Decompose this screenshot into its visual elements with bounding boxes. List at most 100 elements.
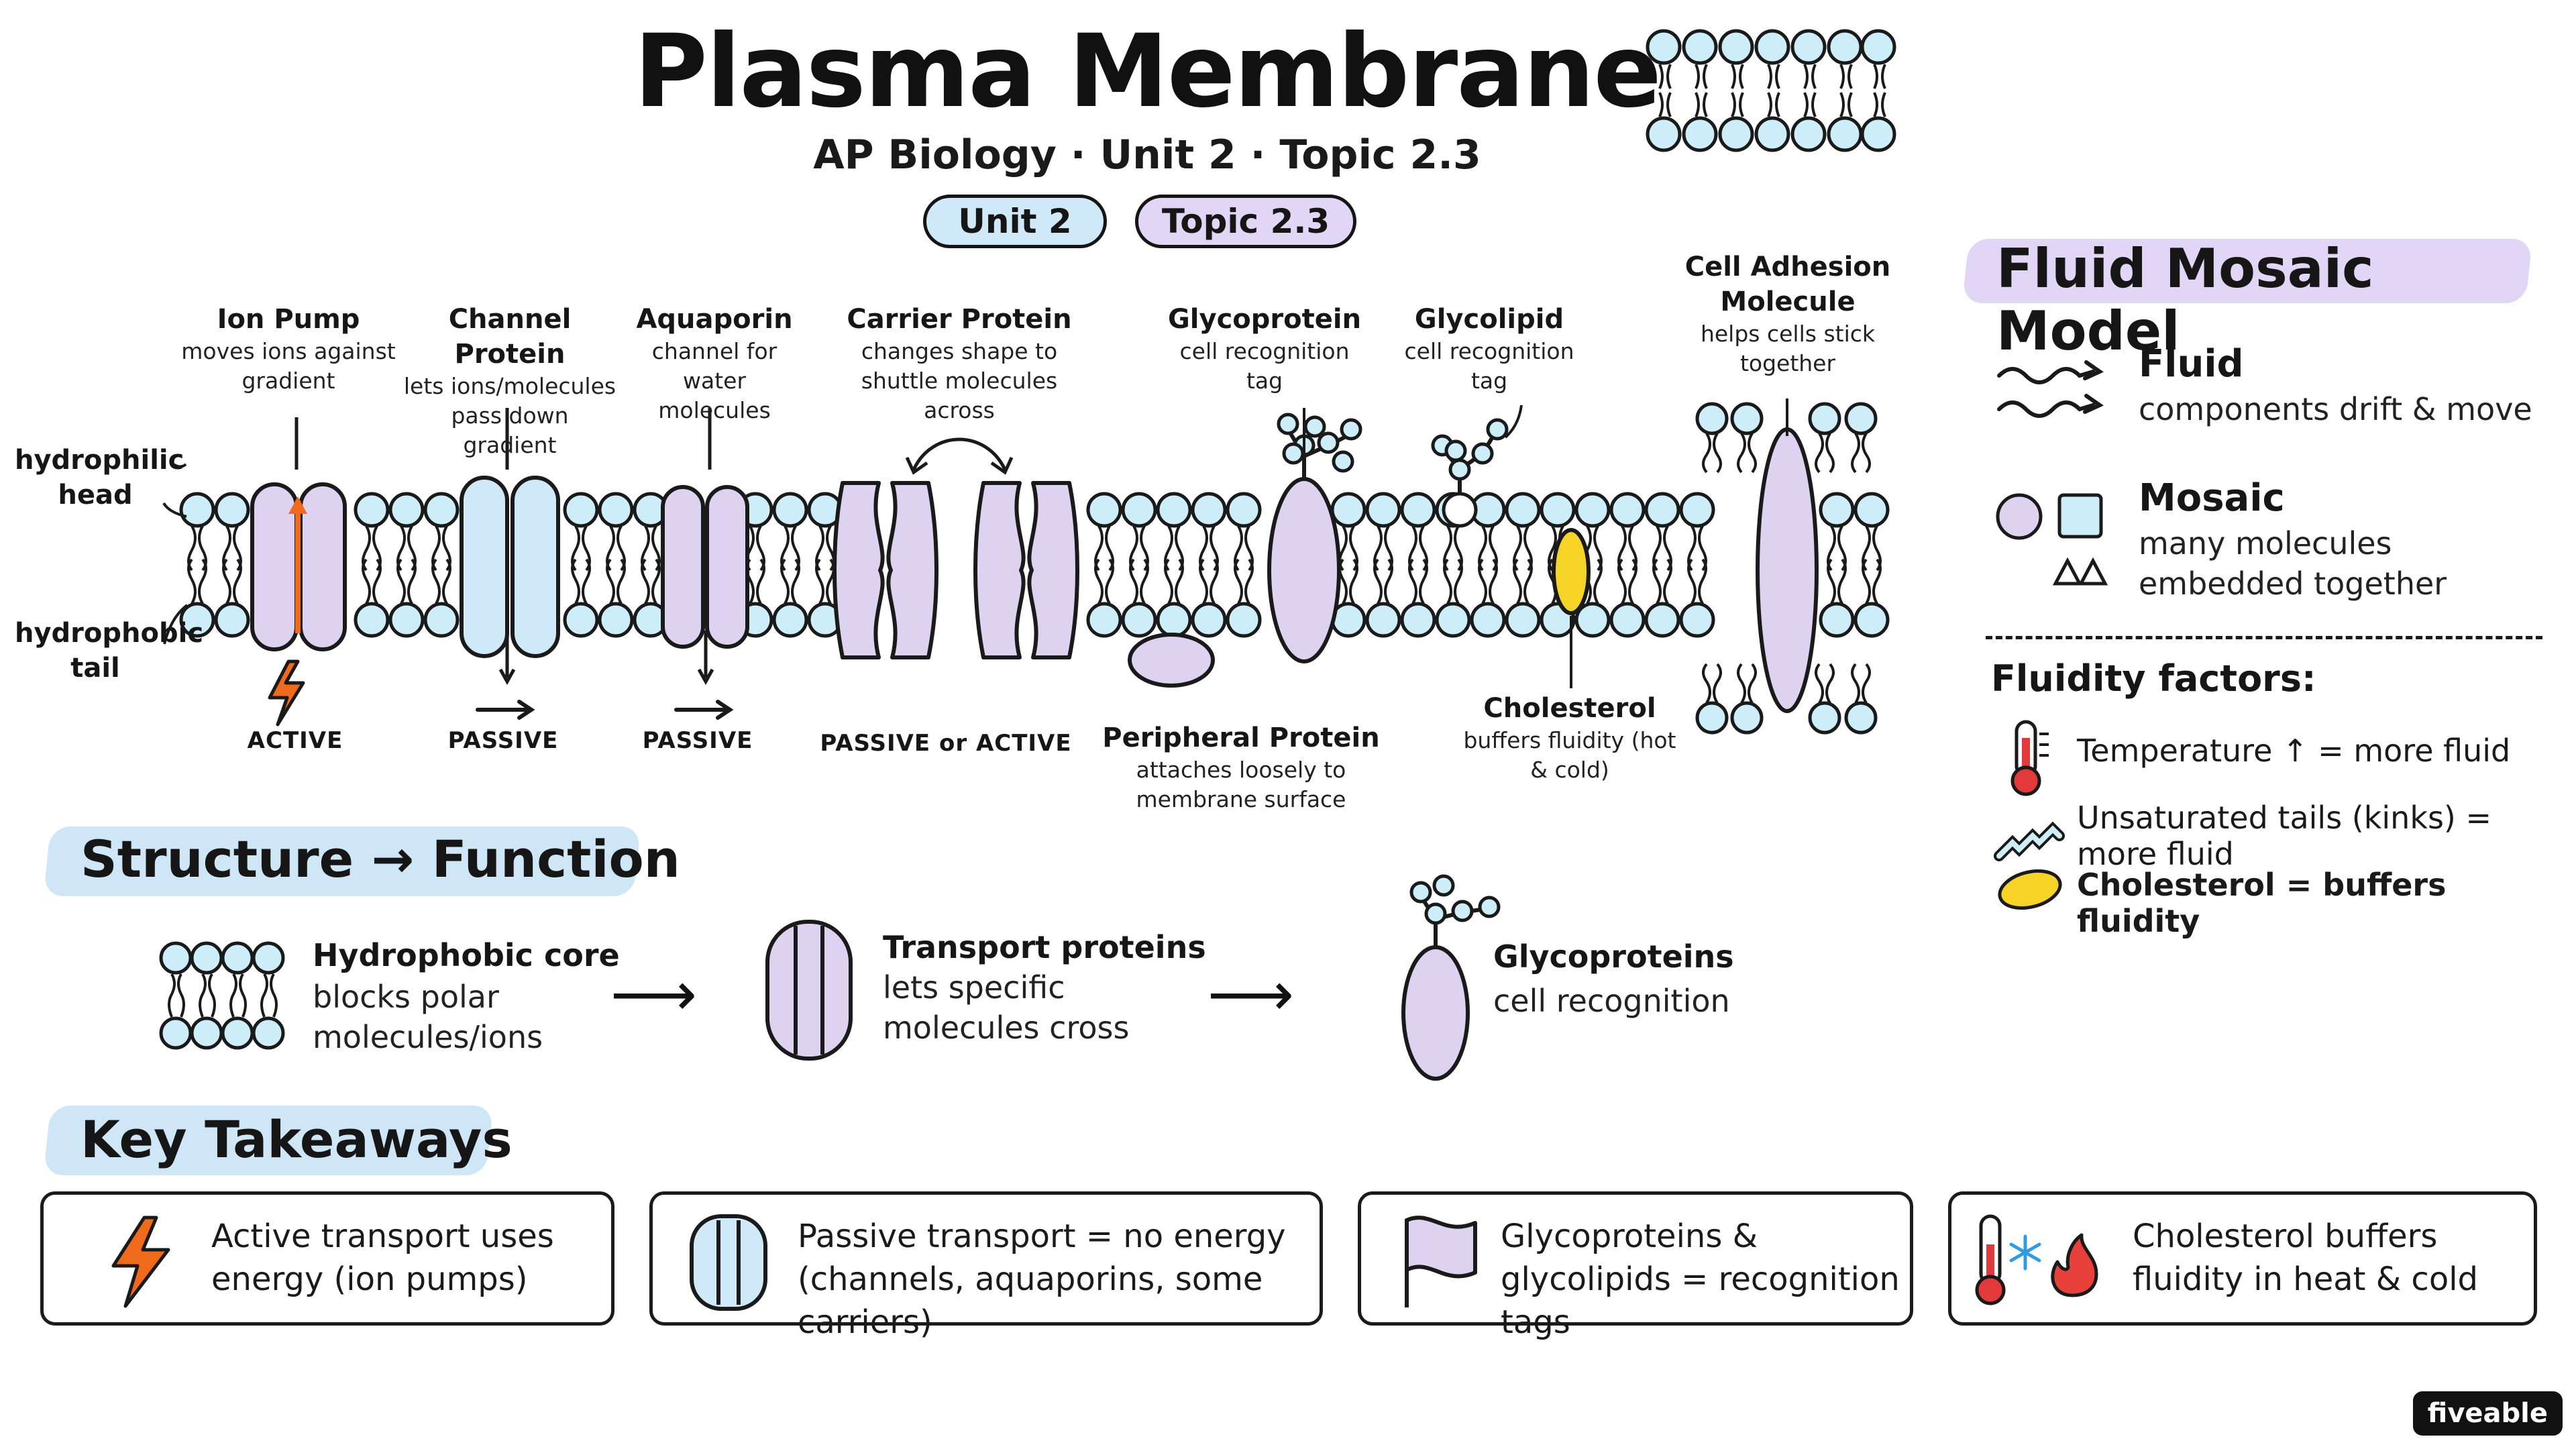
sugar-bead <box>1444 439 1467 462</box>
takeaway-card-cholesterol: Cholesterol buffers fluidity in heat & c… <box>1948 1191 2537 1326</box>
flag-icon <box>1405 1216 1477 1307</box>
phospholipid-head <box>598 492 634 528</box>
sugar-bead <box>1448 458 1471 481</box>
cholesterol-icon <box>1998 869 2062 910</box>
phospholipid-head <box>1609 492 1646 528</box>
shape-change-arrow <box>912 437 1007 471</box>
mosaic-shapes-icon <box>1996 493 2108 586</box>
phospholipid-head <box>1844 402 1878 435</box>
carrier-kind: PASSIVE or ACTIVE <box>820 730 1072 757</box>
glycoprotein-icon <box>1401 874 1501 1081</box>
membrane-diagram <box>162 398 1890 735</box>
phospholipid-head <box>1808 402 1841 435</box>
phospholipid-head <box>1644 492 1680 528</box>
lipid-tail <box>362 558 371 604</box>
phospholipid-head <box>388 492 425 528</box>
sugar-bead <box>1486 418 1509 441</box>
lipid-tail <box>1593 558 1603 604</box>
lipid-tail <box>1140 558 1149 604</box>
phospholipid-head <box>1730 701 1764 735</box>
aquaporin-half <box>661 485 705 649</box>
phospholipid-head <box>1226 492 1262 528</box>
transport-protein-icon <box>765 920 853 1061</box>
phospholipid-head <box>1854 602 1890 638</box>
lipid-tail <box>442 558 451 604</box>
phospholipid-head <box>1086 492 1122 528</box>
fluid-title: Fluid <box>2139 342 2244 386</box>
lipid-tail <box>1652 558 1662 604</box>
arrow-right-icon <box>476 700 535 720</box>
ion-pump-half <box>250 482 299 651</box>
lipid-tail <box>1094 558 1104 604</box>
carrier-protein-half <box>833 481 885 659</box>
mosaic-desc: many molecules embedded together <box>2139 525 2447 602</box>
phospholipid-head <box>1365 602 1401 638</box>
lipid-tail <box>1617 558 1627 604</box>
lipid-tail <box>1349 558 1358 604</box>
lipid-tail <box>756 558 765 604</box>
lipid-tail <box>187 558 197 604</box>
phospholipid-head <box>598 602 634 638</box>
phospholipid-head <box>214 492 250 528</box>
phospholipid-head <box>1854 492 1890 528</box>
phospholipid-head <box>1086 602 1122 638</box>
sf-core-desc: blocks polar molecules/ions <box>313 979 543 1055</box>
glycolipid-label: Glycolipid cell recognition tag <box>1404 304 1574 394</box>
lipid-tail <box>1687 558 1697 604</box>
takeaway-text: Cholesterol buffers fluidity in heat & c… <box>2133 1218 2478 1298</box>
channel-kind: PASSIVE <box>447 727 559 754</box>
sf-transport-title: Transport proteins <box>883 929 1206 965</box>
factor-cholesterol: Cholesterol = buffers fluidity <box>2077 867 2447 939</box>
lipid-tail <box>1105 558 1114 604</box>
lipid-tail <box>1702 663 1722 704</box>
lipid-tail <box>1698 558 1707 604</box>
thermometer-icon <box>2010 720 2049 796</box>
lipid-tail <box>1702 432 1722 474</box>
channel-protein-icon <box>690 1214 767 1311</box>
lipid-tail <box>791 558 800 604</box>
lipid-tail <box>233 558 242 604</box>
phospholipid-head <box>423 492 460 528</box>
carrier-protein-half <box>1027 481 1079 659</box>
hydrophobic-core-icon <box>159 941 285 1050</box>
lipid-tail <box>571 558 580 604</box>
sugar-bead <box>1303 415 1326 438</box>
leader-line <box>163 604 189 645</box>
sf-glyco-desc: cell recognition <box>1493 983 1730 1019</box>
fluidity-factors-title: Fluidity factors: <box>1991 657 2316 700</box>
leader-line <box>1504 405 1523 439</box>
lipid-tail <box>396 558 406 604</box>
lipid-tail <box>1373 558 1383 604</box>
cholesterol-label: Cholesterol buffers fluidity (hot & cold… <box>1463 693 1676 783</box>
mosaic-title: Mosaic <box>2139 476 2285 520</box>
fluid-desc: components drift & move <box>2139 391 2532 427</box>
lipid-tail <box>1478 558 1487 604</box>
phospholipid-head <box>179 492 215 528</box>
phospholipid-head <box>354 602 390 638</box>
lipid-tail <box>1419 558 1428 604</box>
lipid-tail <box>606 558 615 604</box>
lipid-tail <box>1210 558 1219 604</box>
lipid-tail <box>1737 432 1757 474</box>
lipid-tail <box>1234 558 1243 604</box>
lipid-tail <box>1164 558 1173 604</box>
phospholipid-head <box>1400 492 1436 528</box>
lipid-tail <box>651 558 661 604</box>
aquaporin-half <box>705 485 749 649</box>
phospholipid-head <box>423 602 460 638</box>
lipid-tail <box>1815 663 1835 704</box>
lipid-tail <box>222 558 231 604</box>
ion-pump-label: Ion Pump moves ions against gradient <box>181 304 396 394</box>
leader-line <box>162 462 187 518</box>
phospholipid-head <box>1574 492 1611 528</box>
phospholipid-head <box>354 492 390 528</box>
lipid-tail <box>1815 432 1835 474</box>
lipid-tail <box>407 558 417 604</box>
unit-badge: Unit 2 <box>923 195 1107 248</box>
lipid-tail <box>815 558 824 604</box>
lipid-tail <box>1199 558 1208 604</box>
phospholipid-head <box>1730 402 1764 435</box>
phospholipid-head <box>563 602 599 638</box>
lipid-tail <box>1872 558 1882 604</box>
divider <box>1986 636 2542 639</box>
